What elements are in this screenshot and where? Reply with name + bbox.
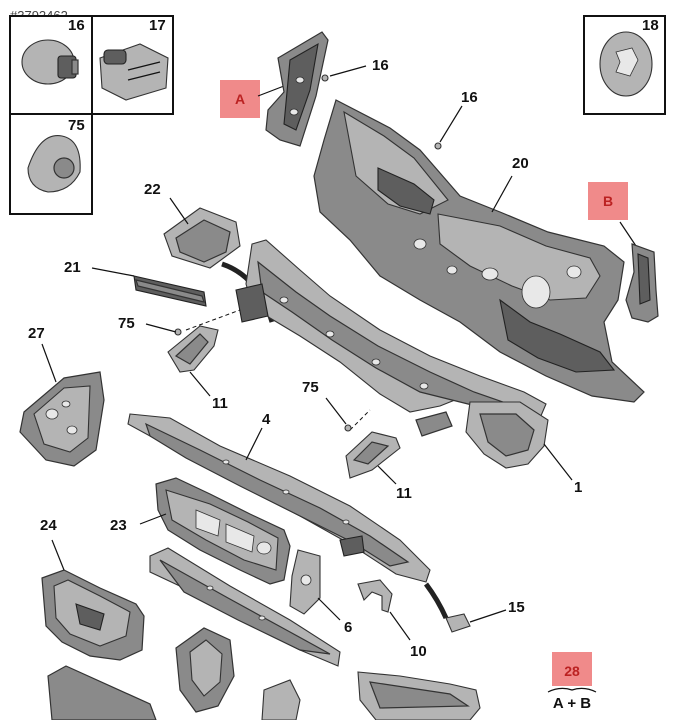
dust-shield [175,627,235,713]
inset-box-16: 16 [9,15,93,115]
callout-24: 24 [40,517,57,534]
callout-28: 28 [564,663,580,679]
part-11-bracket-upper [167,325,219,373]
clip-16-a [321,74,329,82]
callout-16-a: 16 [372,57,389,74]
part-22-pad [163,207,241,269]
tag-a: A [220,80,260,118]
fastener-line-a [185,309,241,331]
part-24-housing [41,569,145,661]
part-b-bracket [625,243,659,323]
seal-rim-lower [423,582,449,620]
callout-6: 6 [344,619,352,636]
callout-11-a: 11 [212,395,228,412]
strip-bottom-left [47,665,157,720]
front-crossmember [357,671,481,720]
fastener-line-b [349,409,371,431]
callout-1: 1 [574,479,582,496]
inset-box-18: 18 [583,15,666,115]
callout-16-box: 16 [68,17,85,34]
callout-17-box: 17 [149,17,166,34]
callout-23: 23 [110,517,127,534]
part-15-fastener [445,613,471,633]
callout-21: 21 [64,259,81,276]
clip-16-b [434,142,442,150]
lower-rail [149,547,341,667]
callout-20: 20 [512,155,529,172]
part-4-rail [127,413,431,583]
screw-75-b [344,424,352,432]
part-11-bracket-lower [345,431,401,479]
callout-28-kit: 28 A + B [547,652,597,712]
tag-b: B [588,182,628,220]
legend-a-plus-b: A + B [553,695,591,712]
part-1-cowl-panel [235,239,549,469]
svg-text:B: B [603,193,613,209]
part-6-bracket [289,549,321,615]
part-27-plate [19,371,105,467]
inset-box-17: 17 [91,15,174,115]
callout-75-a: 75 [118,315,135,332]
callout-22: 22 [144,181,161,198]
callout-4: 4 [262,411,271,428]
callout-16-b: 16 [461,89,478,106]
callout-75-box: 75 [68,117,85,134]
part-21-strip [133,275,207,307]
callout-27: 27 [28,325,45,342]
callout-18-box: 18 [642,17,659,34]
svg-text:A: A [235,91,245,107]
part-23-panel [155,477,291,585]
callout-11-b: 11 [396,485,412,502]
callout-15: 15 [508,599,525,616]
callout-10: 10 [410,643,427,660]
part-a-bracket [265,31,329,147]
inset-box-75: 75 [9,113,93,215]
small-bracket-bottom [261,679,301,720]
part-10-clip [357,579,393,613]
callout-75-b: 75 [302,379,319,396]
